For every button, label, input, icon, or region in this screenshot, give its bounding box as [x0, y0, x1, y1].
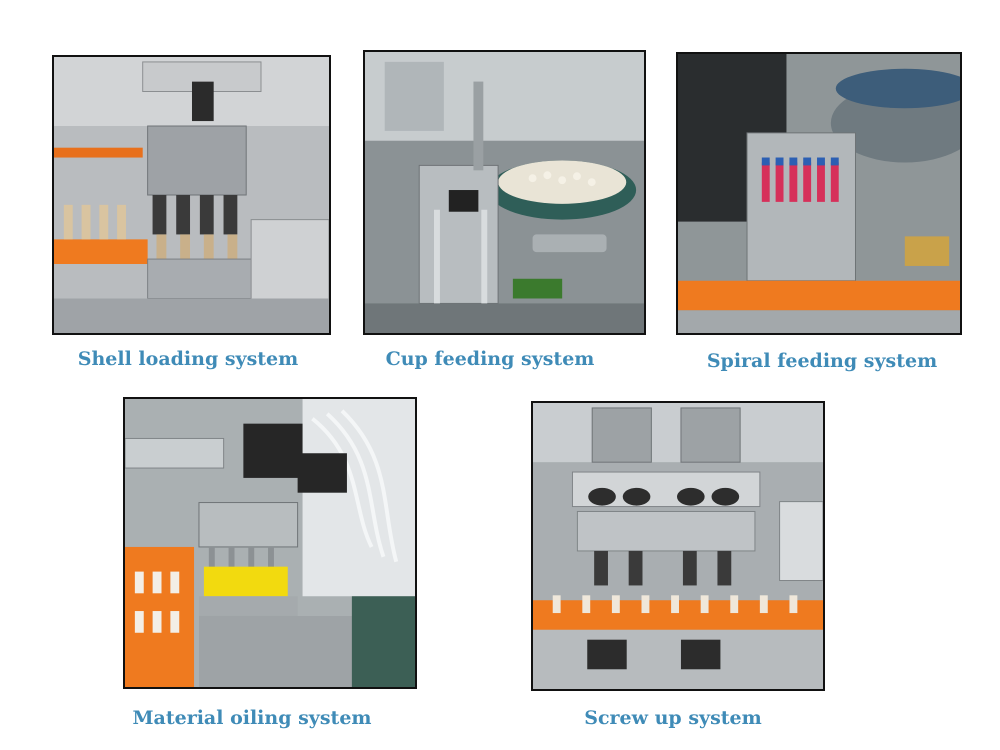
screw-up-photo [531, 401, 825, 691]
cup-feeding-illustration [365, 52, 644, 333]
spiral-feeding-caption: Spiral feeding system [706, 350, 938, 372]
screw-up-caption: Screw up system [584, 707, 762, 729]
spiral-feeding-photo [676, 52, 962, 335]
material-oiling-caption: Material oiling system [132, 707, 372, 729]
shell-loading-photo [52, 55, 331, 335]
spiral-feeding-illustration [678, 54, 960, 333]
shell-loading-illustration [54, 57, 329, 333]
material-oiling-photo [123, 397, 417, 689]
shell-loading-caption: Shell loading system [77, 348, 299, 370]
cup-feeding-caption: Cup feeding system [385, 348, 595, 370]
cup-feeding-photo [363, 50, 646, 335]
screw-up-illustration [533, 403, 823, 689]
material-oiling-illustration [125, 399, 415, 687]
